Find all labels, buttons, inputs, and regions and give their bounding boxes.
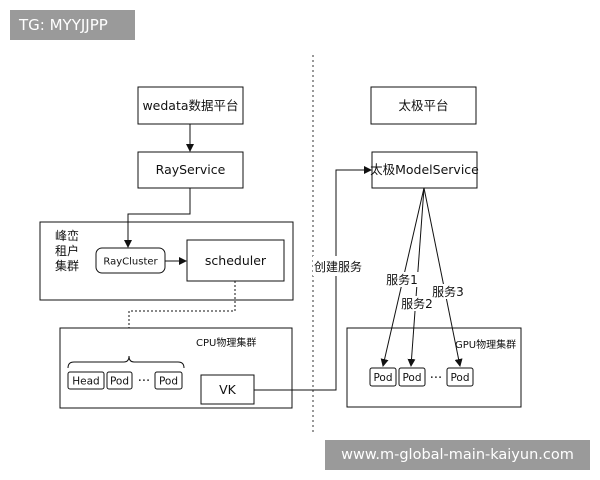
tenant-label-line1: 峰峦 (55, 228, 79, 243)
create-service-label: 创建服务 (314, 259, 362, 274)
cpu-cluster-box (59, 327, 293, 409)
vk-box (200, 374, 255, 405)
rayservice-to-raycluster-arrow (124, 188, 191, 248)
cpu-pod-label-2: Pod (159, 376, 178, 388)
service3-arrow (423, 187, 463, 367)
gpu-pod-box-3 (446, 367, 474, 387)
cpu-pods-ellipsis: ··· (138, 374, 150, 389)
tenant-label-line2: 租户 (55, 243, 79, 258)
rayservice-label: RayService (156, 162, 226, 177)
scheduler-box (186, 239, 285, 282)
gpu-pod-label-2: Pod (402, 372, 421, 384)
model-service-label: 太极ModelService (370, 162, 479, 177)
top-watermark: TG: MYYJJPP (10, 10, 135, 40)
service2-label: 服务2 (401, 296, 433, 311)
wedata-box (137, 86, 244, 125)
vk-label: VK (219, 382, 237, 397)
gpu-pod-label-3: Pod (450, 372, 469, 384)
create-service-label-bg (313, 256, 361, 276)
service3-label-bg (431, 284, 465, 299)
raycluster-label: RayCluster (103, 257, 158, 268)
tenant-label-line3: 集群 (55, 258, 79, 273)
gpu-pod-box-1 (369, 367, 397, 387)
service1-label: 服务1 (386, 272, 418, 287)
model-service-box (371, 151, 478, 189)
gpu-pod-label-1: Pod (373, 372, 392, 384)
cpu-pod-box-1 (106, 371, 133, 390)
service1-label-bg (385, 272, 419, 287)
cpu-cluster-label: CPU物理集群 (196, 336, 256, 349)
cpu-pod-label-1: Pod (110, 376, 129, 388)
wedata-label: wedata数据平台 (142, 98, 238, 113)
pods-brace (67, 355, 185, 369)
bottom-watermark: www.m-global-main-kaiyun.com (325, 440, 590, 470)
gpu-pods-ellipsis: ··· (430, 371, 442, 386)
service3-label: 服务3 (432, 284, 464, 299)
cpu-pod-box-2 (154, 371, 183, 390)
scheduler-label: scheduler (205, 253, 267, 268)
head-pod-box (67, 371, 105, 390)
head-pod-label: Head (72, 376, 99, 388)
rayservice-box (137, 151, 244, 189)
taiji-platform-box (370, 86, 477, 125)
gpu-cluster-label: GPU物理集群 (455, 338, 516, 351)
gpu-pod-box-2 (398, 367, 426, 387)
taiji-platform-label: 太极平台 (398, 98, 448, 113)
service2-label-bg (400, 296, 434, 311)
vk-to-modelservice-arrow (254, 166, 372, 391)
